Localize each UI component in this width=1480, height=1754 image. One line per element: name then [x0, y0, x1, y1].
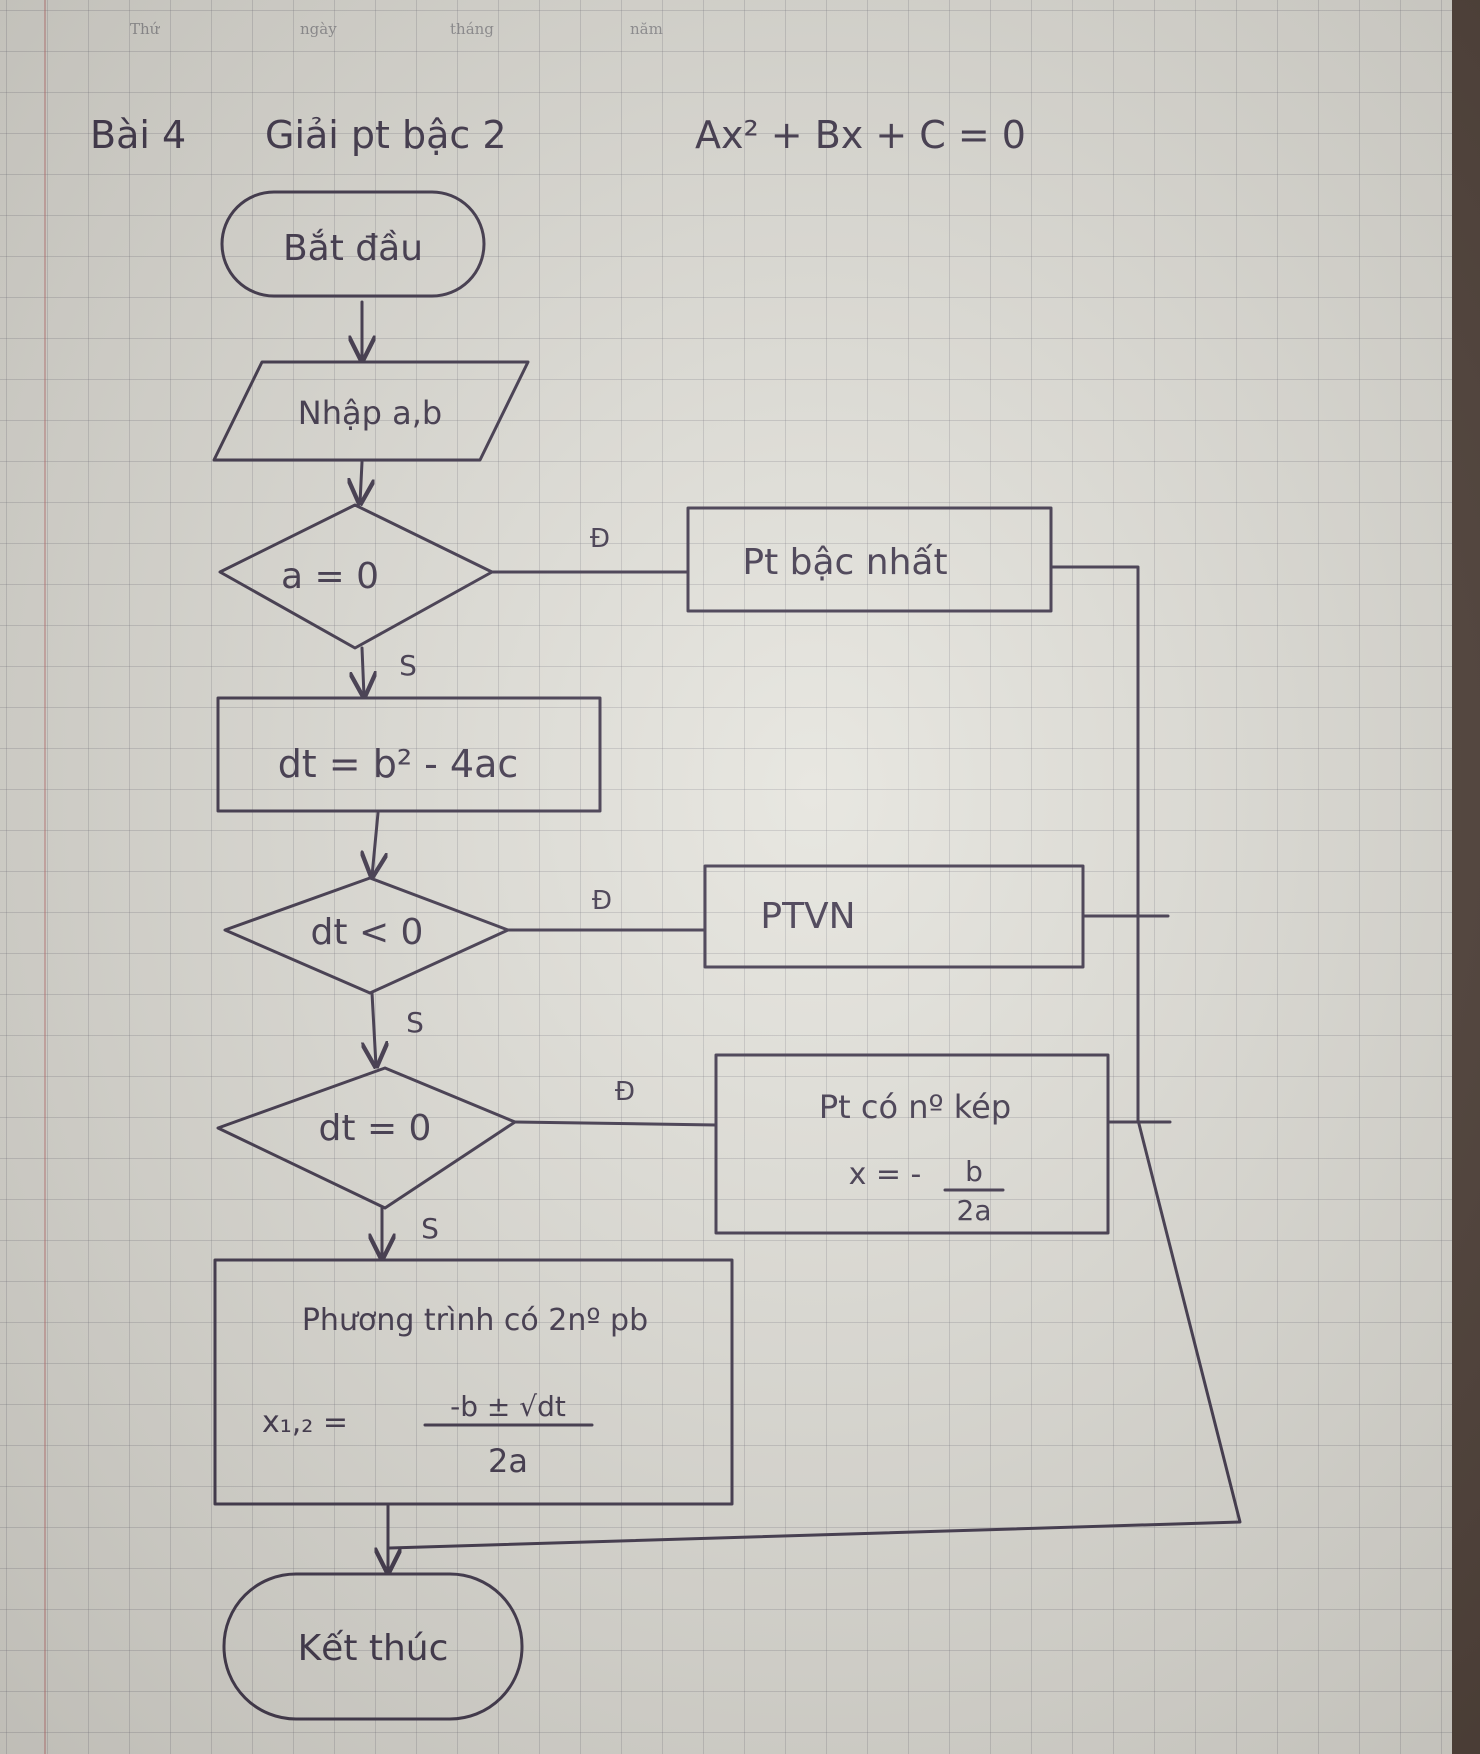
decision-a-label: a = 0: [281, 556, 379, 597]
end-terminal: [222, 1572, 524, 1721]
decision-negative-label: dt < 0: [311, 912, 424, 953]
start-label: Bắt đầu: [283, 228, 423, 269]
two-roots-denominator: 2a: [488, 1442, 528, 1480]
return-bus-to-end: [388, 1118, 1242, 1550]
decision-delta-zero: [216, 1066, 517, 1210]
header-thang: tháng: [450, 20, 494, 38]
input-parallelogram: [212, 360, 530, 462]
arrow-delta-to-decision: [372, 811, 378, 876]
title-equation: Ax² + Bx + C = 0: [695, 113, 1026, 157]
arrow-negative-false: [372, 991, 376, 1066]
header-thu: Thứ: [130, 20, 160, 38]
input-label: Nhập a,b: [298, 394, 442, 432]
line-zero-true: [513, 1120, 718, 1127]
delta-label: dt = b² - 4ac: [278, 742, 519, 786]
start-terminal: [220, 190, 486, 298]
header-nam: năm: [630, 20, 663, 38]
two-roots-box: [213, 1258, 734, 1506]
end-label: Kết thúc: [298, 1628, 449, 1669]
title-prefix: Bài 4: [90, 113, 186, 157]
double-root-x: x = -: [849, 1157, 922, 1192]
two-roots-x: x₁,₂ =: [262, 1405, 348, 1440]
decision-zero-label: dt = 0: [319, 1108, 432, 1149]
branch-label-zero-true: Đ: [615, 1077, 635, 1107]
double-root-numerator: b: [965, 1155, 983, 1188]
linear-box: [686, 506, 1053, 613]
arrow-a-false: [362, 646, 364, 696]
branch-label-a-true: Đ: [590, 524, 610, 554]
delta-box: [216, 696, 602, 813]
title-text: Giải pt bậc 2: [265, 113, 507, 157]
branch-label-zero-false: S: [421, 1212, 439, 1245]
double-root-line1: Pt có nº kép: [819, 1088, 1011, 1126]
branch-label-negative-true: Đ: [592, 886, 612, 916]
double-root-box: [714, 1053, 1110, 1235]
two-roots-line1: Phương trình có 2nº pb: [302, 1303, 648, 1338]
arrow-input-to-decision: [360, 460, 362, 503]
no-root-label: PTVN: [760, 896, 855, 937]
return-from-linear: [1049, 565, 1140, 1122]
decision-delta-negative: [223, 876, 510, 995]
two-roots-numerator: -b ± √dt: [450, 1390, 566, 1423]
page-edge: [1452, 0, 1480, 1754]
branch-label-a-false: S: [399, 649, 417, 682]
branch-label-negative-false: S: [406, 1006, 424, 1039]
header-ngay: ngày: [300, 20, 337, 38]
margin-line: [44, 0, 46, 1754]
linear-label: Pt bậc nhất: [742, 542, 947, 583]
double-root-denominator: 2a: [957, 1194, 992, 1227]
decision-a-zero: [218, 503, 494, 650]
